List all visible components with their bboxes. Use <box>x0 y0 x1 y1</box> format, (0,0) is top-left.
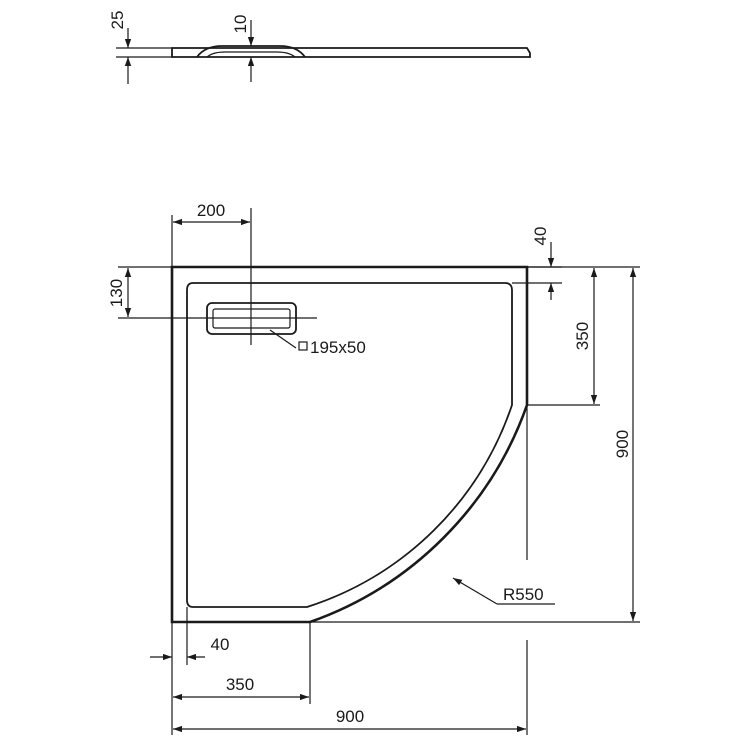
dim-waste-offset-y: 130 <box>107 279 126 307</box>
dim-rim-top: 40 <box>531 227 550 246</box>
dim-straight-bottom: 350 <box>226 675 254 694</box>
tray-inner-rim <box>186 282 513 608</box>
dim-waste-grate-size: 195x50 <box>310 338 366 357</box>
plan-view: 200 130 195x50 40 350 900 R550 <box>107 201 640 735</box>
dim-waste-offset-x: 200 <box>197 201 225 220</box>
dim-overall-width: 900 <box>336 707 364 726</box>
dim-rim-left: 40 <box>211 635 230 654</box>
dim-radius: R550 <box>503 585 544 604</box>
square-symbol <box>298 341 308 351</box>
tray-side-profile <box>171 47 531 58</box>
side-view: 25 10 <box>108 11 531 84</box>
tray-outer-outline <box>170 265 529 624</box>
dim-side-height: 25 <box>108 11 127 30</box>
dim-side-recess: 10 <box>231 15 250 34</box>
dim-straight-right: 350 <box>573 322 592 350</box>
dim-overall-height: 900 <box>613 430 632 458</box>
